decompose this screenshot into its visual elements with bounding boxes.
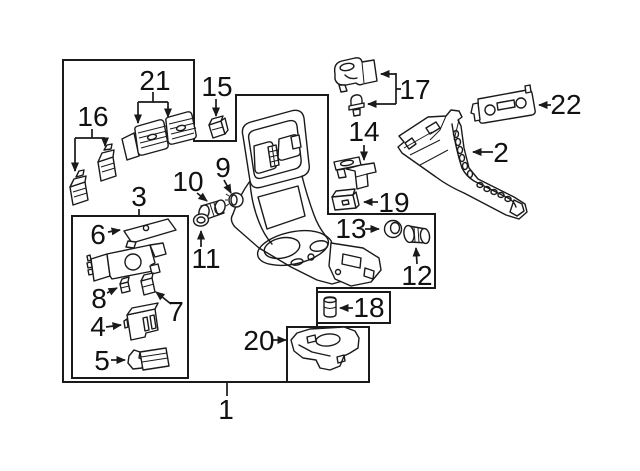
callout-4[interactable]: 4 [90, 311, 106, 342]
callout-5[interactable]: 5 [94, 345, 110, 376]
part-8-drawing [119, 276, 131, 294]
callout-17[interactable]: 17 [399, 74, 430, 105]
callout-1[interactable]: 1 [218, 394, 234, 425]
part-console-drawing [230, 109, 382, 287]
callout-19[interactable]: 19 [378, 187, 409, 218]
leader-10 [196, 192, 208, 202]
leader-7 [155, 291, 172, 305]
callout-12[interactable]: 12 [401, 260, 432, 291]
part-11-drawing [192, 213, 210, 227]
part-13-drawing [383, 219, 403, 239]
callout-3[interactable]: 3 [131, 181, 147, 212]
part-17-drawing [333, 57, 378, 117]
group-20-outline [286, 326, 370, 383]
part-2-drawing [397, 109, 528, 220]
leader-8 [106, 287, 118, 296]
callout-8[interactable]: 8 [91, 283, 107, 314]
callout-numbers: 1 2 3 4 5 6 7 8 9 10 11 12 13 14 15 16 1… [77, 65, 581, 425]
leader-9 [223, 179, 232, 194]
callout-10[interactable]: 10 [172, 166, 203, 197]
part-12-drawing [403, 224, 431, 245]
callout-21[interactable]: 21 [139, 65, 170, 96]
callout-18[interactable]: 18 [353, 292, 384, 323]
part-18-drawing [323, 296, 337, 318]
part-19-drawing [331, 188, 360, 211]
callout-16[interactable]: 16 [77, 101, 108, 132]
part-6-drawing [123, 218, 177, 249]
callout-7[interactable]: 7 [168, 296, 184, 327]
part-switch-bank-drawing [86, 242, 167, 282]
callout-11[interactable]: 11 [191, 243, 220, 274]
part-7-drawing [140, 272, 156, 296]
group-boxes [62, 59, 436, 383]
leader-12 [412, 247, 421, 265]
part-22-drawing [470, 84, 536, 124]
callout-13[interactable]: 13 [335, 213, 366, 244]
callout-2[interactable]: 2 [493, 137, 509, 168]
leader-17 [368, 73, 401, 105]
part-20-drawing [290, 326, 360, 371]
leader-6 [107, 227, 121, 236]
group-18-outline [316, 291, 391, 324]
callout-22[interactable]: 22 [550, 89, 581, 120]
callout-9[interactable]: 9 [215, 152, 231, 183]
part-21-drawing [121, 111, 197, 161]
callout-15[interactable]: 15 [201, 71, 232, 102]
callout-6[interactable]: 6 [90, 219, 106, 250]
leader-lines [71, 70, 551, 396]
part-16-drawing [69, 143, 117, 206]
leader-21 [137, 92, 169, 123]
leader-4 [105, 322, 122, 331]
part-5-drawing [127, 347, 170, 371]
part-9-drawing [225, 192, 244, 208]
callout-14[interactable]: 14 [348, 116, 379, 147]
part-4-drawing [123, 302, 159, 341]
group-3-outline [71, 215, 189, 379]
part-14-drawing [333, 156, 377, 190]
part-15-drawing [208, 115, 229, 139]
callout-20[interactable]: 20 [243, 325, 274, 356]
leader-16 [74, 129, 106, 171]
